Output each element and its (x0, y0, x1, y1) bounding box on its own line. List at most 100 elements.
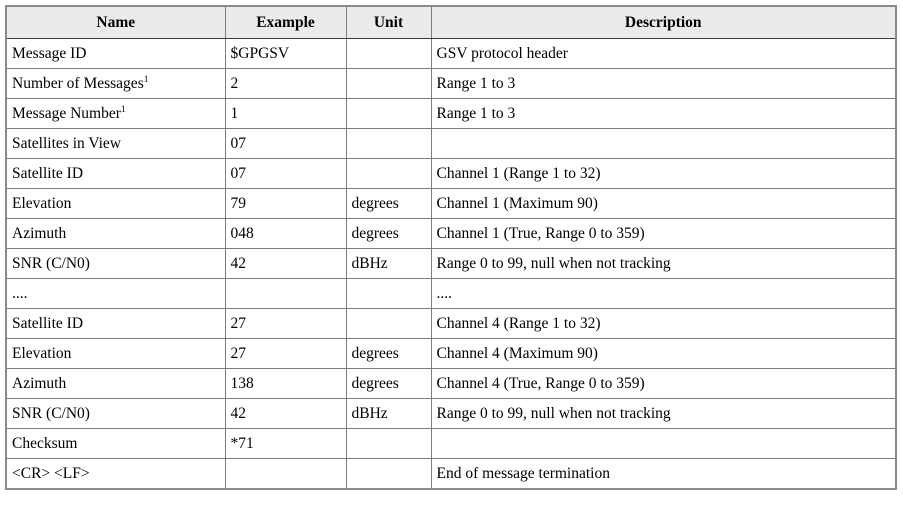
table-row: Checksum *71 (5, 428, 897, 459)
field-name-label: Elevation (12, 194, 72, 212)
table-header: Name Example Unit Description (5, 5, 897, 39)
cell-example: 42 (224, 248, 347, 279)
cell-example: 07 (224, 158, 347, 189)
cell-description: Range 0 to 99, null when not tracking (430, 398, 897, 429)
cell-example: 27 (224, 308, 347, 339)
cell-name: Message Number1 (5, 98, 226, 129)
table-row: Satellite ID 07 Channel 1 (Range 1 to 32) (5, 158, 897, 189)
cell-name: Elevation (5, 338, 226, 369)
column-header-unit: Unit (345, 5, 432, 39)
table-row: <CR> <LF> End of message termination (5, 458, 897, 490)
cell-unit: degrees (345, 218, 432, 249)
cell-unit: degrees (345, 368, 432, 399)
table-row: ........ (5, 278, 897, 309)
cell-name: SNR (C/N0) (5, 248, 226, 279)
cell-example: 79 (224, 188, 347, 219)
cell-name: Azimuth (5, 218, 226, 249)
cell-unit (345, 308, 432, 339)
cell-unit (345, 38, 432, 69)
cell-description: Channel 1 (Maximum 90) (430, 188, 897, 219)
cell-unit (345, 98, 432, 129)
field-name-label: Checksum (12, 434, 78, 452)
cell-description: Channel 1 (Range 1 to 32) (430, 158, 897, 189)
cell-name: <CR> <LF> (5, 458, 226, 490)
cell-unit: dBHz (345, 248, 432, 279)
field-name-label: Azimuth (12, 224, 67, 242)
field-name-label: Number of Messages (12, 74, 144, 92)
gsv-message-spec-table: Name Example Unit Description Message ID… (5, 5, 897, 490)
table-row: Satellites in View 07 (5, 128, 897, 159)
table-header-row: Name Example Unit Description (5, 5, 897, 39)
cell-name: Satellite ID (5, 158, 226, 189)
field-name-label: Message Number (12, 104, 121, 122)
cell-name: Azimuth (5, 368, 226, 399)
field-name-label: SNR (C/N0) (12, 254, 90, 272)
field-name-label: Satellites in View (12, 134, 121, 152)
footnote-marker: 1 (143, 74, 149, 85)
field-name-label: Satellite ID (12, 164, 84, 182)
field-name-label: Azimuth (12, 374, 67, 392)
cell-name: SNR (C/N0) (5, 398, 226, 429)
cell-example: 42 (224, 398, 347, 429)
cell-unit (345, 68, 432, 99)
cell-description: Range 1 to 3 (430, 98, 897, 129)
cell-name: Elevation (5, 188, 226, 219)
field-name-label: Elevation (12, 344, 72, 362)
cell-description: Channel 1 (True, Range 0 to 359) (430, 218, 897, 249)
cell-unit: degrees (345, 188, 432, 219)
cell-description: Range 1 to 3 (430, 68, 897, 99)
cell-description (430, 428, 897, 459)
cell-unit (345, 128, 432, 159)
cell-example: 2 (224, 68, 347, 99)
cell-description: Channel 4 (Range 1 to 32) (430, 308, 897, 339)
table-row: Satellite ID 27 Channel 4 (Range 1 to 32) (5, 308, 897, 339)
cell-example: 07 (224, 128, 347, 159)
cell-description: Channel 4 (True, Range 0 to 359) (430, 368, 897, 399)
field-name-label: .... (12, 284, 28, 302)
field-name-label: SNR (C/N0) (12, 404, 90, 422)
cell-description: Range 0 to 99, null when not tracking (430, 248, 897, 279)
cell-name: Satellites in View (5, 128, 226, 159)
cell-example (224, 458, 347, 490)
cell-name: Number of Messages1 (5, 68, 226, 99)
cell-description: End of message termination (430, 458, 897, 490)
cell-example: 27 (224, 338, 347, 369)
field-name-label: <CR> <LF> (12, 464, 90, 482)
column-header-example: Example (224, 5, 347, 39)
cell-description: GSV protocol header (430, 38, 897, 69)
cell-description: .... (430, 278, 897, 309)
cell-example (224, 278, 347, 309)
cell-name: Message ID (5, 38, 226, 69)
column-header-name: Name (5, 5, 226, 39)
footnote-marker: 1 (120, 104, 126, 115)
cell-example: 1 (224, 98, 347, 129)
cell-example: 048 (224, 218, 347, 249)
cell-example: *71 (224, 428, 347, 459)
cell-unit (345, 458, 432, 490)
cell-unit (345, 278, 432, 309)
cell-description (430, 128, 897, 159)
field-name-label: Message ID (12, 44, 87, 62)
cell-unit: degrees (345, 338, 432, 369)
cell-unit: dBHz (345, 398, 432, 429)
cell-description: Channel 4 (Maximum 90) (430, 338, 897, 369)
cell-unit (345, 428, 432, 459)
cell-name: Satellite ID (5, 308, 226, 339)
cell-unit (345, 158, 432, 189)
cell-name: Checksum (5, 428, 226, 459)
cell-example: 138 (224, 368, 347, 399)
field-name-label: Satellite ID (12, 314, 84, 332)
column-header-description: Description (430, 5, 897, 39)
cell-name: .... (5, 278, 226, 309)
